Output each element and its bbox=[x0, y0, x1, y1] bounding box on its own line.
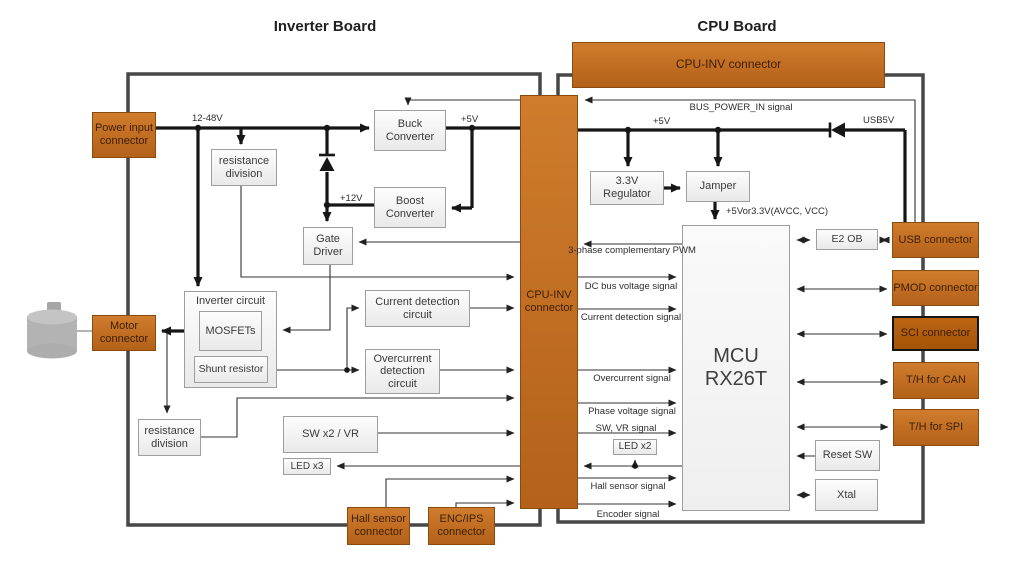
led-x2-block: LED x2 bbox=[613, 439, 657, 455]
overcurrent-detection-circuit: Overcurrent detection circuit bbox=[365, 349, 440, 394]
diode-icon bbox=[319, 153, 335, 171]
usb-connector: USB connector bbox=[892, 222, 979, 258]
label-current-detection: Current detection signal bbox=[580, 312, 682, 323]
th-for-spi: T/H for SPI bbox=[893, 409, 979, 446]
resistance-division-2: resistance division bbox=[138, 419, 201, 456]
e2-ob-block: E2 OB bbox=[816, 229, 878, 250]
label-dc-bus-voltage: DC bus voltage signal bbox=[584, 281, 678, 292]
label-hall-sensor-signal: Hall sensor signal bbox=[590, 481, 666, 492]
inverter-board-title: Inverter Board bbox=[273, 18, 377, 35]
jamper-block: Jamper bbox=[686, 171, 750, 202]
label-overcurrent: Overcurrent signal bbox=[593, 373, 671, 384]
label-phase-voltage: Phase voltage signal bbox=[588, 406, 676, 417]
gate-driver: Gate Driver bbox=[303, 227, 353, 265]
motor-icon bbox=[27, 302, 92, 359]
reset-sw-block: Reset SW bbox=[815, 440, 880, 471]
current-detection-circuit: Current detection circuit bbox=[365, 290, 470, 327]
label-sw-vr-signal: SW, VR signal bbox=[595, 423, 657, 434]
label-5v-cpu: +5V bbox=[653, 116, 671, 127]
label-bus-power-in: BUS_POWER_IN signal bbox=[689, 102, 793, 113]
pmod-connector: PMOD connector bbox=[892, 270, 979, 306]
label-encoder-signal: Encoder signal bbox=[596, 509, 660, 520]
label-3phase-pwm: 3-phase complementary PWM bbox=[568, 245, 696, 256]
motor-connector: Motor connector bbox=[92, 315, 156, 351]
label-12v: +12V bbox=[340, 193, 363, 204]
led-x3-block: LED x3 bbox=[283, 458, 331, 475]
sw-vr-block: SW x2 / VR bbox=[283, 416, 378, 453]
3v3-regulator: 3.3V Regulator bbox=[590, 171, 664, 205]
label-12-48v: 12-48V bbox=[192, 113, 223, 124]
resistance-division-1: resistance division bbox=[211, 149, 277, 186]
xtal-block: Xtal bbox=[815, 479, 878, 511]
mcu-rx26t: MCU RX26T bbox=[682, 225, 790, 511]
sci-connector: SCI connector bbox=[892, 316, 979, 351]
diode-icon bbox=[828, 122, 845, 138]
boost-converter: Boost Converter bbox=[374, 187, 446, 228]
label-5v-inverter: +5V bbox=[461, 114, 479, 125]
power-input-connector: Power input connector bbox=[92, 112, 156, 158]
th-for-can: T/H for CAN bbox=[893, 362, 979, 399]
shunt-resistor-block: Shunt resistor bbox=[194, 356, 268, 383]
buck-converter: Buck Converter bbox=[374, 110, 446, 151]
cpu-board-title: CPU Board bbox=[697, 18, 777, 35]
inverter-circuit-label: Inverter circuit bbox=[195, 295, 266, 307]
label-usb5v: USB5V bbox=[863, 115, 895, 126]
cpu-inv-connector-vertical: CPU-INV connector bbox=[520, 95, 578, 509]
enc-ips-connector: ENC/IPS connector bbox=[428, 507, 495, 545]
cpu-inv-connector-horizontal: CPU-INV connector bbox=[572, 42, 885, 88]
hall-sensor-connector: Hall sensor connector bbox=[347, 507, 410, 545]
label-avcc-vcc: +5Vor3.3V(AVCC, VCC) bbox=[726, 206, 828, 217]
mosfets-block: MOSFETs bbox=[199, 311, 262, 351]
